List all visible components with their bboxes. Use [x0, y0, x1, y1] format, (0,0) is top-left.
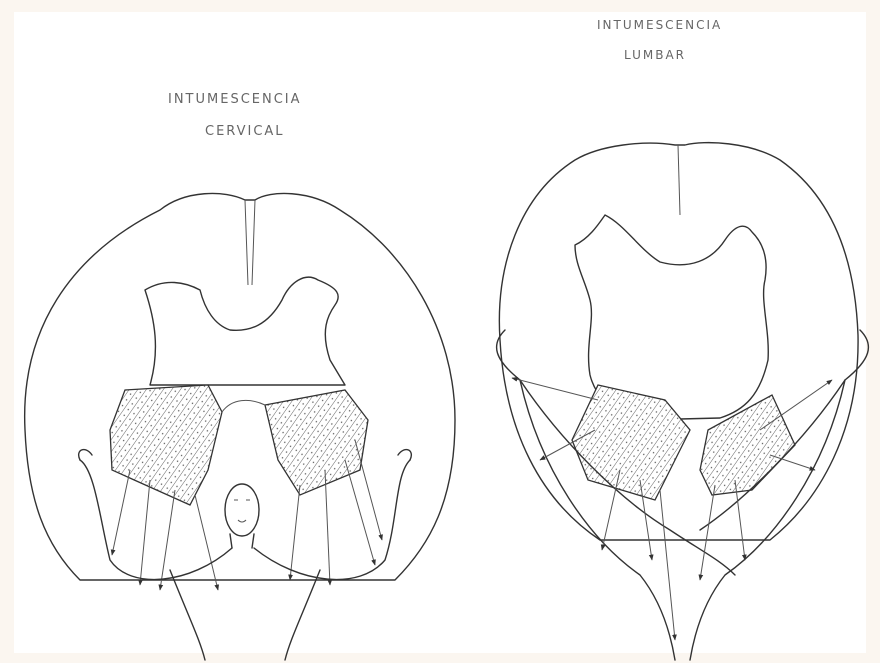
cervical-grey-matter	[145, 277, 345, 385]
cervical-cross-section	[25, 193, 455, 660]
cervical-label-line1: INTUMESCENCIA	[168, 92, 302, 107]
lumbar-label-line1: INTUMESCENCIA	[597, 18, 722, 32]
lumbar-cord-outline	[499, 143, 858, 540]
cervical-cord-outline	[25, 193, 455, 580]
cervical-homunculus	[79, 450, 412, 660]
cervical-central-wedge	[222, 400, 265, 412]
lumbar-anterior-horn-left	[572, 385, 690, 500]
lumbar-anterior-horn-right	[700, 395, 795, 495]
lumbar-cross-section	[497, 143, 869, 660]
lumbar-label-line2: LUMBAR	[624, 48, 686, 62]
cervical-label-line2: CERVICAL	[205, 124, 285, 139]
cervical-median-fissure	[245, 200, 255, 285]
cervical-anterior-horn-right	[265, 390, 368, 495]
lumbar-median-fissure	[678, 145, 680, 215]
